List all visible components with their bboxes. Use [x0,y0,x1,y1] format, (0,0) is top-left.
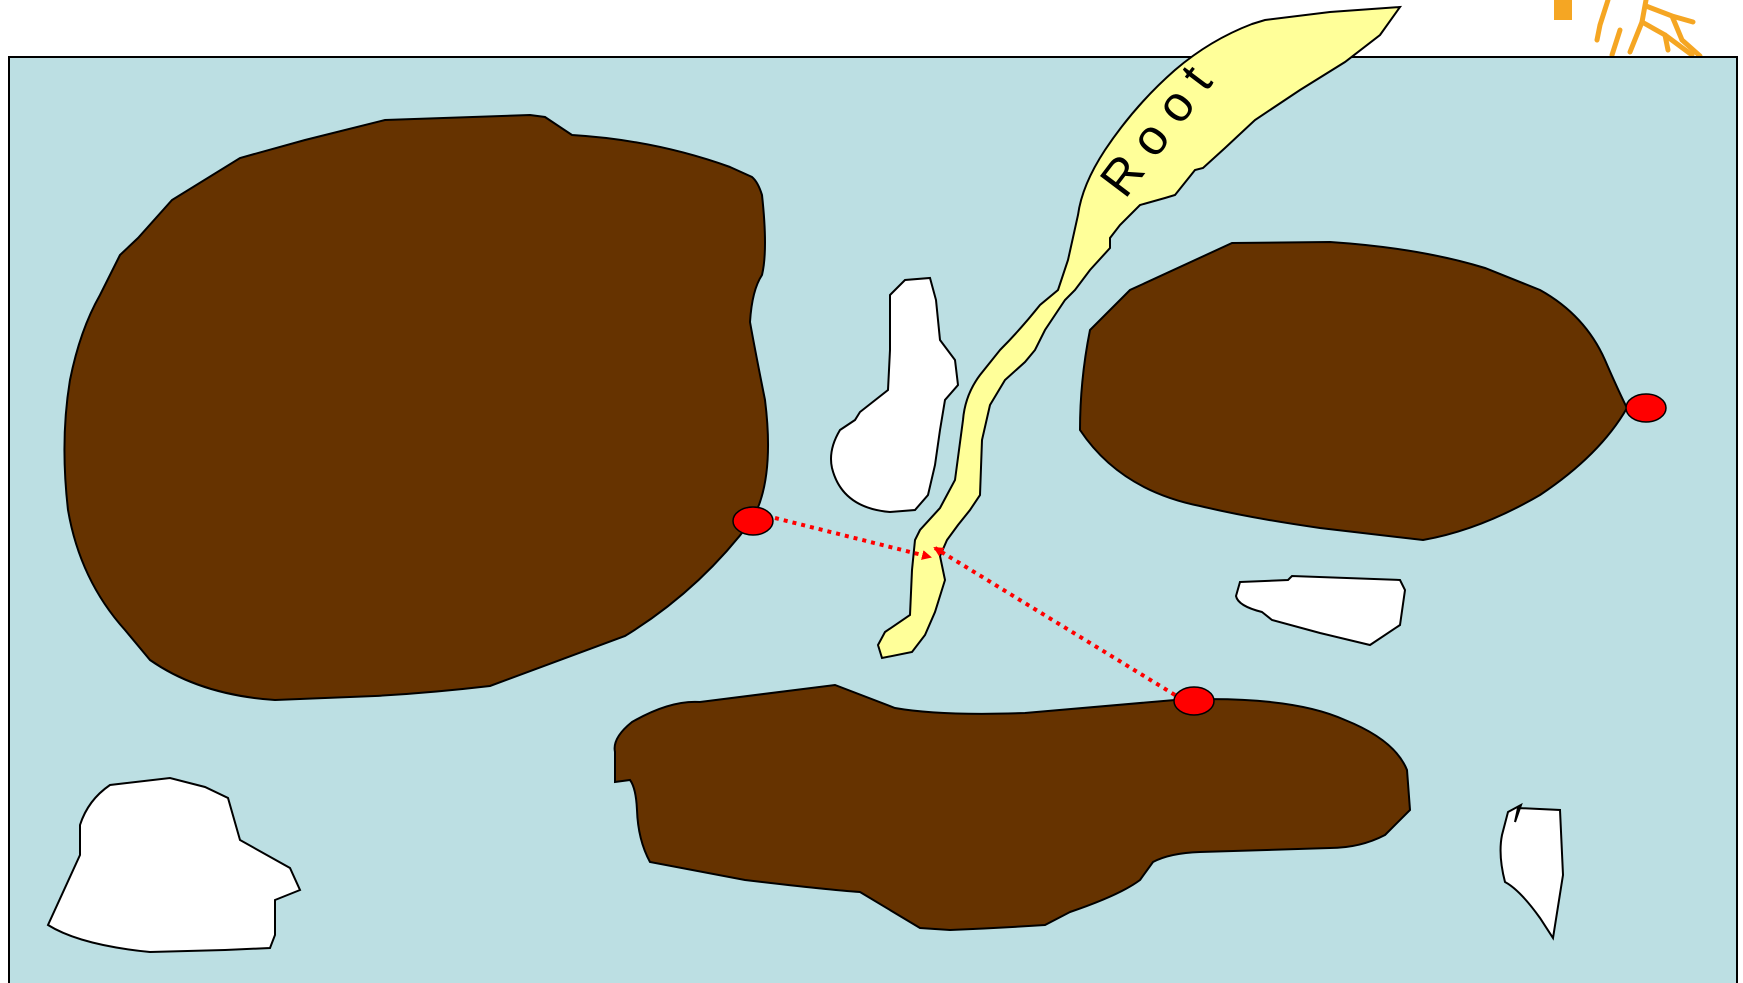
water-source-dot [1174,687,1214,715]
water-source-dot [1626,394,1666,422]
water-source-dot [733,507,773,535]
logo-icon [1554,0,1700,56]
